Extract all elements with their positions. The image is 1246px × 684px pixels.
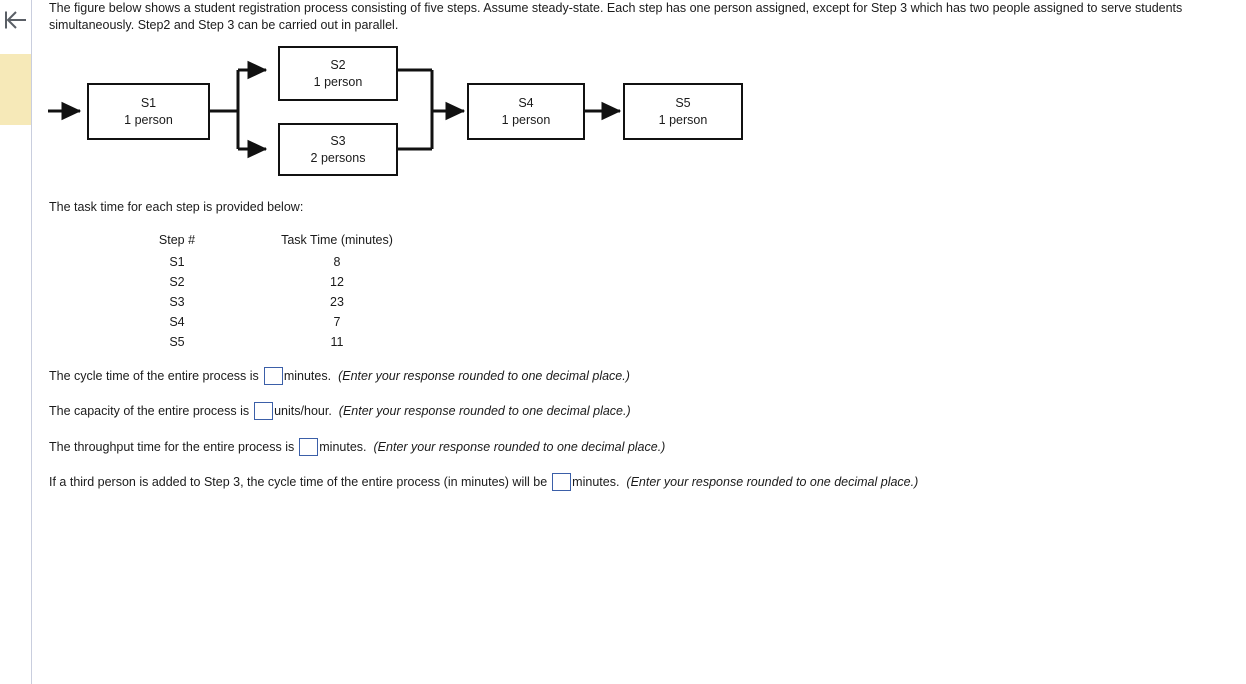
table-row: S2 12	[117, 272, 437, 292]
question-throughput-time: The throughput time for the entire proce…	[49, 438, 665, 456]
question-hint: (Enter your response rounded to one deci…	[626, 474, 919, 489]
question-cycle-time: The cycle time of the entire process is …	[49, 367, 630, 385]
cell-step: S4	[169, 315, 185, 329]
column-header-step: Step #	[158, 233, 196, 247]
diagram-connectors	[48, 60, 622, 159]
tasktime-lead-text: The task time for each step is provided …	[49, 200, 304, 214]
intro-paragraph: The figure below shows a student registr…	[49, 1, 1186, 32]
question-unit: minutes.	[572, 474, 620, 489]
cell-step: S3	[169, 295, 185, 309]
node-title: S1	[140, 95, 157, 110]
question-hint: (Enter your response rounded to one deci…	[338, 403, 631, 418]
table-header-row: Step # Task Time (minutes)	[117, 230, 437, 252]
question-unit: minutes.	[283, 368, 332, 383]
question-unit: units/hour.	[274, 403, 332, 418]
process-node-s4: S4 1 person	[467, 83, 585, 140]
answer-input-third-person-cycle-time[interactable]	[552, 473, 572, 491]
question-third-person-cycle-time: If a third person is added to Step 3, th…	[49, 473, 918, 491]
back-arrow-glyph	[5, 11, 26, 29]
answer-input-cycle-time[interactable]	[263, 367, 283, 385]
question-prompt: The throughput time for the entire proce…	[49, 439, 295, 454]
cell-time: 7	[333, 315, 341, 329]
table-row: S1 8	[117, 252, 437, 272]
node-subtitle: 1 person	[124, 112, 173, 127]
cell-step: S5	[169, 335, 185, 349]
node-subtitle: 1 person	[501, 112, 551, 127]
node-subtitle: 1 person	[313, 74, 363, 89]
process-node-s2: S2 1 person	[278, 46, 398, 101]
process-node-s3: S3 2 persons	[278, 123, 398, 176]
node-subtitle: 1 person	[658, 112, 708, 127]
back-arrow-icon[interactable]	[3, 9, 29, 31]
process-flow-diagram: S1 1 person S2 1 person S3 2 persons S4 …	[32, 36, 812, 196]
answer-input-capacity[interactable]	[254, 402, 274, 420]
table-row: S4 7	[117, 312, 437, 332]
question-unit: minutes.	[319, 439, 367, 454]
column-header-tasktime: Task Time (minutes)	[281, 233, 393, 247]
process-node-s5: S5 1 person	[623, 83, 743, 140]
cell-time: 23	[330, 295, 344, 309]
question-hint: (Enter your response rounded to one deci…	[338, 368, 630, 383]
node-title: S3	[330, 133, 346, 148]
left-rail	[0, 0, 32, 684]
cell-time: 12	[330, 275, 344, 289]
tasktime-table: Step # Task Time (minutes) S1 8 S2 12 S3…	[117, 230, 437, 352]
cell-time: 11	[330, 335, 344, 349]
question-prompt: The cycle time of the entire process is	[49, 368, 259, 383]
rail-highlight-block	[0, 54, 31, 125]
node-subtitle: 2 persons	[310, 150, 366, 165]
question-hint: (Enter your response rounded to one deci…	[373, 439, 666, 454]
node-title: S5	[675, 95, 691, 110]
table-row: S5 11	[117, 332, 437, 352]
node-title: S4	[518, 95, 534, 110]
node-title: S2	[330, 57, 346, 72]
answer-input-throughput-time[interactable]	[299, 438, 319, 456]
table-row: S3 23	[117, 292, 437, 312]
question-prompt: The capacity of the entire process is	[49, 403, 250, 418]
question-page: The figure below shows a student registr…	[32, 0, 1246, 684]
question-capacity: The capacity of the entire process is un…	[49, 402, 631, 420]
cell-step: S2	[169, 275, 185, 289]
cell-step: S1	[169, 255, 185, 269]
question-prompt: If a third person is added to Step 3, th…	[49, 474, 548, 489]
cell-time: 8	[333, 255, 341, 269]
process-node-s1: S1 1 person	[87, 83, 210, 140]
